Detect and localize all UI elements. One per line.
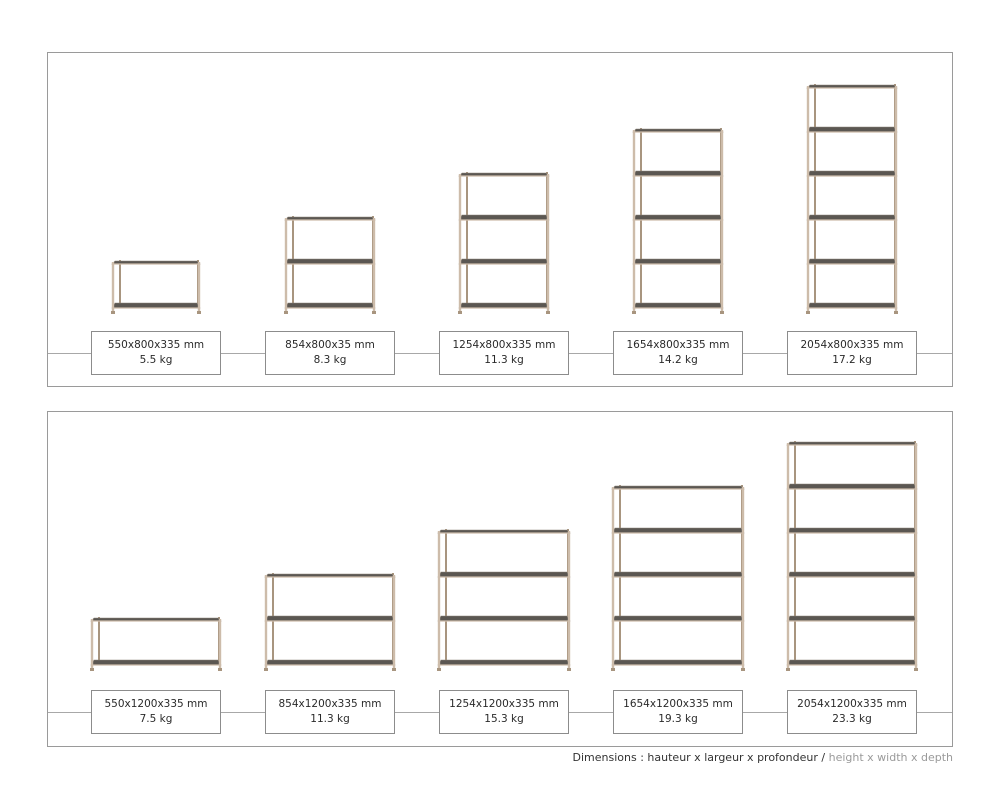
foot [567, 668, 571, 671]
weight-text: 23.3 kg [832, 713, 872, 725]
legend-english: height x width x depth [828, 751, 953, 764]
dimensions-text: 854x1200x335 mm [278, 698, 382, 710]
shelf-board [806, 126, 898, 133]
spec-box: 1654x800x335 mm 14.2 kg [613, 331, 743, 375]
foot [111, 311, 115, 314]
shelf-board [632, 258, 724, 265]
shelf-board [806, 302, 898, 309]
foot [786, 668, 790, 671]
shelf-board [611, 615, 745, 622]
shelf-board [806, 258, 898, 265]
weight-text: 15.3 kg [484, 713, 524, 725]
shelf-unit [458, 172, 550, 314]
dimensions-text: 2054x800x335 mm [800, 339, 904, 351]
shelf-board [437, 571, 571, 578]
weight-text: 19.3 kg [658, 713, 698, 725]
foot [458, 311, 462, 314]
shelf-board [786, 615, 918, 622]
spec-box: 854x1200x335 mm 11.3 kg [265, 690, 395, 734]
dimensions-text: 2054x1200x335 mm [797, 698, 907, 710]
spec-box: 854x800x35 mm 8.3 kg [265, 331, 395, 375]
shelf-board [458, 302, 550, 309]
spec-box: 2054x800x335 mm 17.2 kg [787, 331, 917, 375]
shelf-board [786, 571, 918, 578]
shelf-unit [111, 260, 201, 314]
shelf-unit [264, 573, 396, 671]
shelf-board [437, 615, 571, 622]
weight-text: 11.3 kg [484, 354, 524, 366]
shelf-board [786, 527, 918, 534]
shelf-board [284, 258, 376, 265]
spec-box: 550x800x335 mm 5.5 kg [91, 331, 221, 375]
weight-text: 11.3 kg [310, 713, 350, 725]
spec-box: 1254x1200x335 mm 15.3 kg [439, 690, 569, 734]
weight-text: 14.2 kg [658, 354, 698, 366]
foot [264, 668, 268, 671]
foot [437, 668, 441, 671]
foot [741, 668, 745, 671]
shelf-board [632, 170, 724, 177]
shelf-board [437, 659, 571, 666]
foot [90, 668, 94, 671]
spec-box: 1254x800x335 mm 11.3 kg [439, 331, 569, 375]
dimensions-text: 1654x800x335 mm [626, 339, 730, 351]
shelf-unit [632, 128, 724, 314]
foot [284, 311, 288, 314]
dimensions-text: 550x800x335 mm [107, 339, 205, 351]
shelf-board [806, 170, 898, 177]
foot [611, 668, 615, 671]
foot [546, 311, 550, 314]
legend-french: Dimensions : hauteur x largeur x profond… [572, 751, 818, 764]
foot [372, 311, 376, 314]
shelf-board [458, 214, 550, 221]
weight-text: 17.2 kg [832, 354, 872, 366]
foot [218, 668, 222, 671]
shelf-board [264, 615, 396, 622]
shelf-board [458, 258, 550, 265]
shelf-unit [611, 485, 745, 671]
shelf-board [611, 571, 745, 578]
spec-box: 1654x1200x335 mm 19.3 kg [613, 690, 743, 734]
foot [392, 668, 396, 671]
shelf-board [90, 659, 222, 666]
foot [197, 311, 201, 314]
foot [806, 311, 810, 314]
dimensions-text: 550x1200x335 mm [104, 698, 208, 710]
shelf-board [264, 659, 396, 666]
weight-text: 5.5 kg [139, 354, 173, 366]
spec-box: 550x1200x335 mm 7.5 kg [91, 690, 221, 734]
shelf-board [786, 483, 918, 490]
spec-box: 2054x1200x335 mm 23.3 kg [787, 690, 917, 734]
shelf-board [284, 302, 376, 309]
legend-separator: / [817, 751, 829, 764]
shelf-unit [806, 84, 898, 314]
dimensions-legend: Dimensions : hauteur x largeur x profond… [573, 751, 953, 764]
shelf-unit [786, 441, 918, 671]
dimensions-text: 1254x1200x335 mm [449, 698, 559, 710]
weight-text: 8.3 kg [313, 354, 347, 366]
dimensions-text: 1254x800x335 mm [452, 339, 556, 351]
dimensions-text: 1654x1200x335 mm [623, 698, 733, 710]
shelf-unit [437, 529, 571, 671]
shelf-unit [284, 216, 376, 314]
shelf-board [611, 527, 745, 534]
weight-text: 7.5 kg [139, 713, 173, 725]
dimensions-text: 854x800x35 mm [285, 339, 375, 351]
foot [894, 311, 898, 314]
foot [720, 311, 724, 314]
shelf-board [786, 659, 918, 666]
foot [632, 311, 636, 314]
shelf-unit [90, 617, 222, 671]
shelf-board [111, 302, 201, 309]
shelf-board [632, 302, 724, 309]
shelf-board [806, 214, 898, 221]
shelf-board [611, 659, 745, 666]
shelf-board [632, 214, 724, 221]
foot [914, 668, 918, 671]
